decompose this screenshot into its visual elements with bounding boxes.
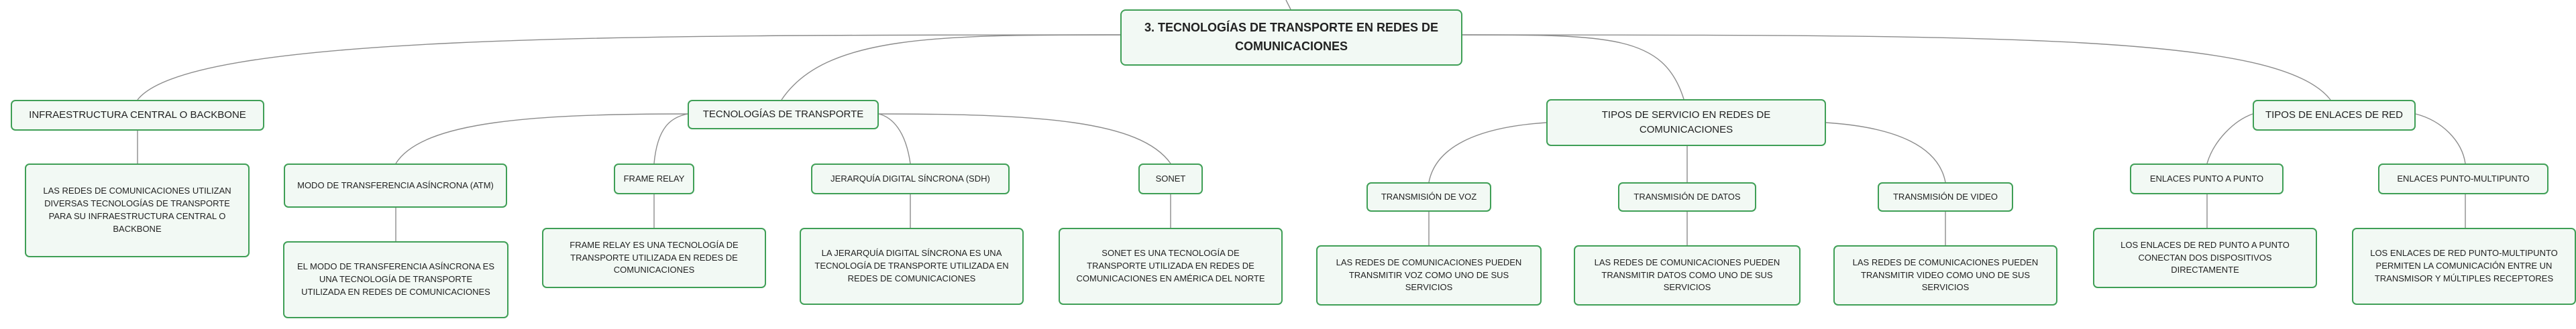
desc-node-video: Las redes de comunicaciones pueden trans…	[1833, 245, 2057, 306]
connector-transport-sdh	[878, 113, 911, 164]
branch-node-backbone: Infraestructura central o backbone	[11, 100, 264, 131]
connector-services-voice	[1428, 122, 1547, 183]
desc-node-voice: Las redes de comunicaciones pueden trans…	[1316, 245, 1542, 306]
desc-node-p2mp: Los enlaces de red punto-multipunto perm…	[2352, 228, 2576, 305]
branch-node-links: Tipos de enlaces de red	[2253, 100, 2416, 131]
desc-node-backbone: Las redes de comunicaciones utilizan div…	[25, 163, 250, 257]
connector-links-p2p	[2206, 113, 2253, 164]
subtopic-node-video: Transmisión de video	[1878, 182, 2013, 212]
desc-node-sonet: SONET es una tecnología de transporte ut…	[1059, 228, 1283, 305]
connector-top-stub	[1285, 0, 1291, 10]
branch-node-transport: Tecnologías de transporte	[688, 100, 879, 129]
connector-root-backbone	[137, 34, 1121, 101]
connector-root-links	[1462, 34, 2331, 101]
connector-root-services	[1462, 34, 1684, 100]
subtopic-node-atm: Modo de transferencia asíncrona (ATM)	[284, 163, 507, 208]
desc-node-data: Las redes de comunicaciones pueden trans…	[1574, 245, 1801, 306]
desc-node-frame-relay: Frame relay es una tecnología de transpo…	[542, 228, 766, 288]
desc-node-p2p: Los enlaces de red punto a punto conecta…	[2093, 228, 2317, 288]
subtopic-node-frame-relay: Frame relay	[614, 163, 694, 194]
subtopic-node-voice: Transmisión de voz	[1366, 182, 1491, 212]
subtopic-node-sonet: SONET	[1138, 163, 1203, 194]
subtopic-node-data: Transmisión de datos	[1618, 182, 1756, 212]
subtopic-node-sdh: Jerarquía digital síncrona (SDH)	[811, 163, 1010, 194]
connector-services-video	[1825, 122, 1946, 183]
connector-transport-framerelay	[653, 113, 688, 164]
connector-transport-sonet	[878, 113, 1171, 164]
root-node: 3. Tecnologías de transporte en redes de…	[1120, 9, 1462, 66]
connector-links-p2mp	[2415, 113, 2466, 164]
desc-node-sdh: La jerarquía digital síncrona es una tec…	[800, 228, 1024, 305]
branch-node-services: Tipos de servicio en redes de comunicaci…	[1546, 99, 1826, 146]
connector-transport-atm	[395, 113, 688, 164]
connector-root-transport	[781, 34, 1121, 101]
desc-node-atm: El modo de transferencia asíncrona es un…	[283, 241, 508, 318]
subtopic-node-p2p: Enlaces punto a punto	[2130, 163, 2284, 194]
subtopic-node-p2mp: Enlaces punto-multipunto	[2378, 163, 2548, 194]
